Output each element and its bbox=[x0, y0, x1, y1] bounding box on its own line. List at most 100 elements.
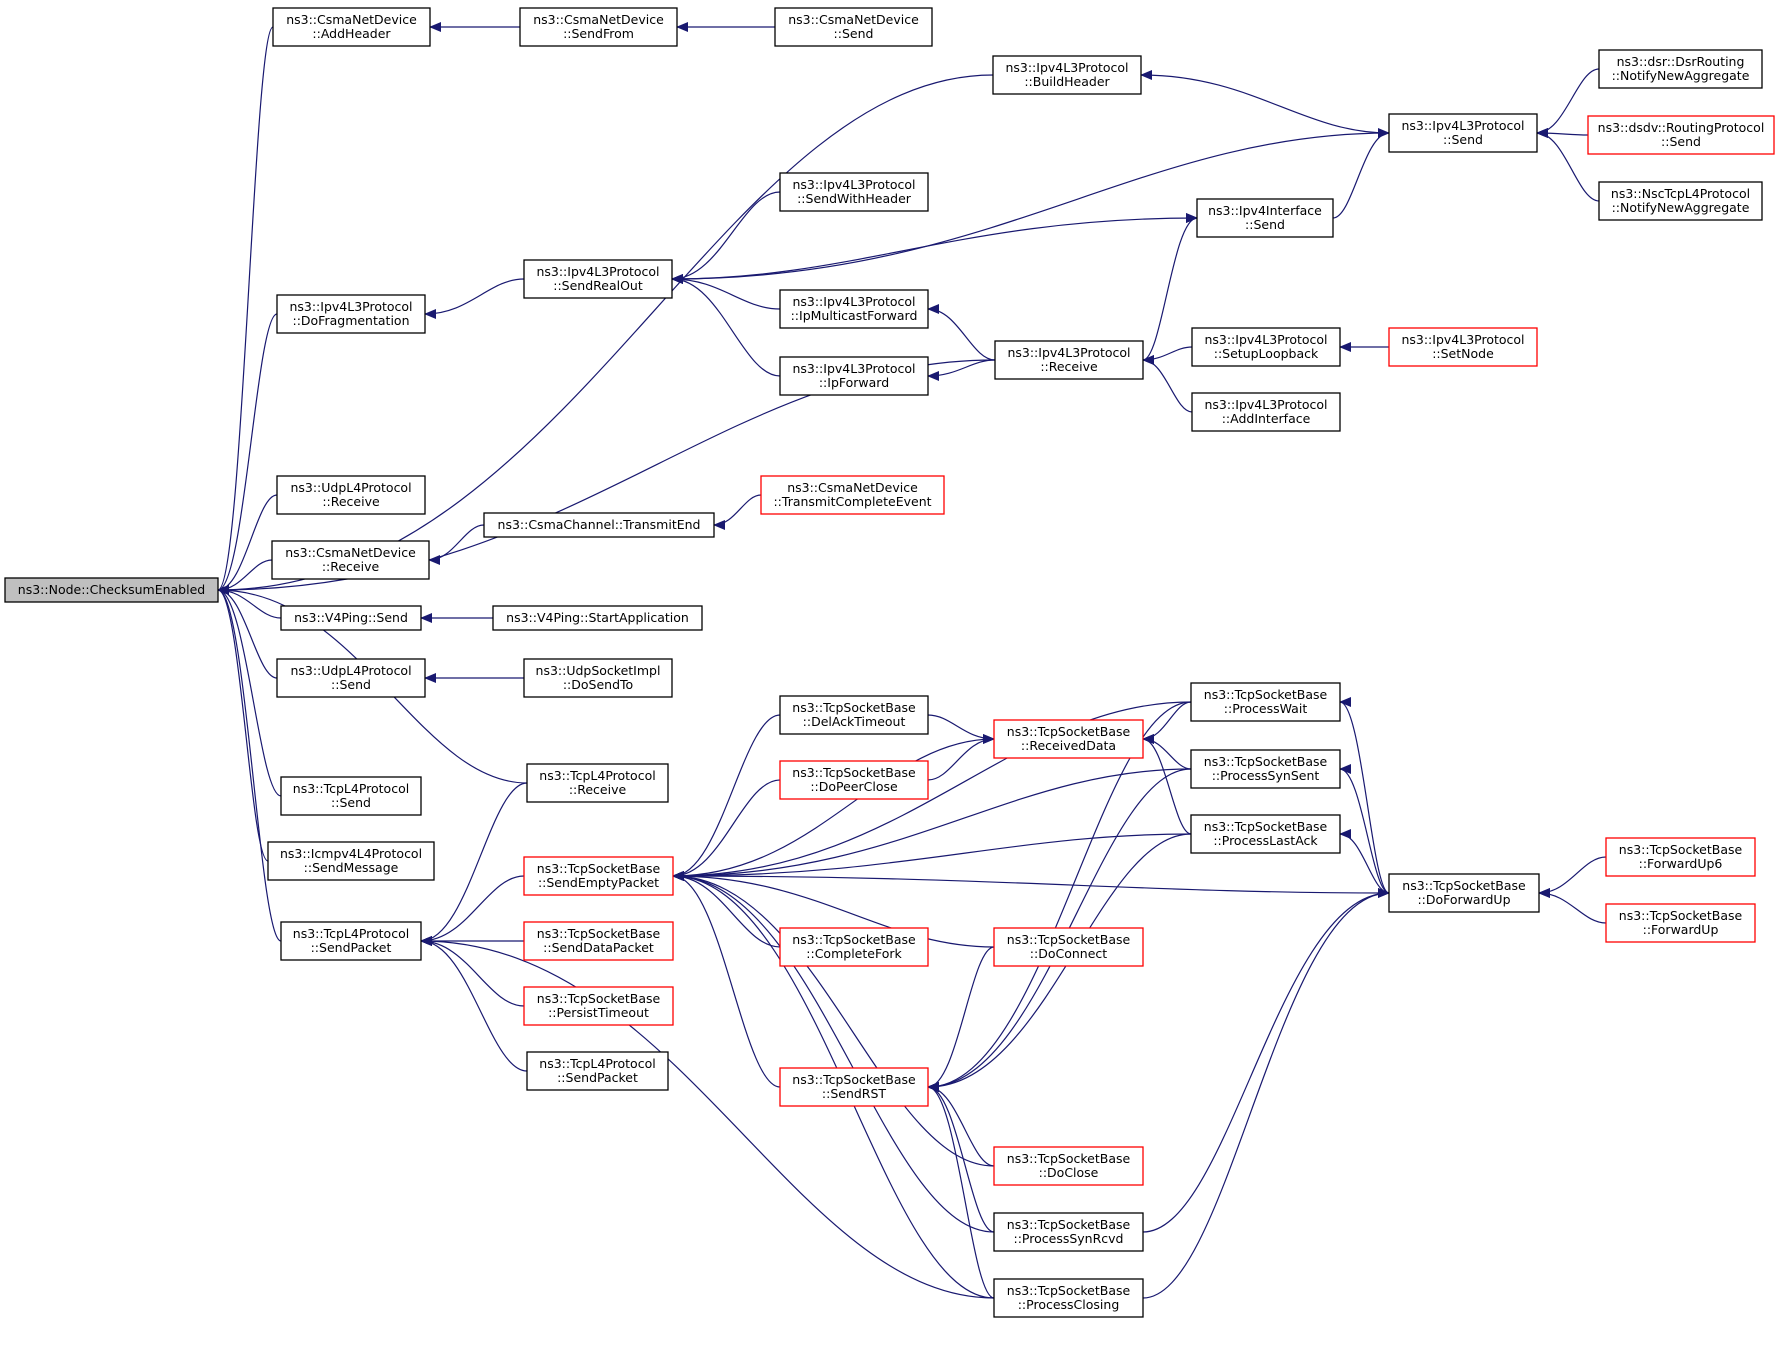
node-tcp-receive[interactable]: ns3::TcpL4Protocol::Receive bbox=[526, 763, 669, 803]
node-dsr-notify[interactable]: ns3::dsr::DsrRouting::NotifyNewAggregate bbox=[1598, 49, 1763, 89]
node-dsdv-send[interactable]: ns3::dsdv::RoutingProtocol::Send bbox=[1587, 115, 1775, 155]
node-tcpsb-forwardup6[interactable]: ns3::TcpSocketBase::ForwardUp6 bbox=[1605, 837, 1756, 877]
node-box bbox=[1388, 113, 1538, 153]
node-udpsock-dosendto[interactable]: ns3::UdpSocketImpl::DoSendTo bbox=[523, 658, 673, 698]
edge-csma_txcomplete-to-csmach_txend bbox=[713, 494, 762, 530]
edge-ipv4if_send-to-ipv4_send bbox=[1332, 128, 1390, 219]
node-v4ping-send[interactable]: ns3::V4Ping::Send bbox=[280, 605, 422, 631]
node-label: ns3::Ipv4L3Protocol bbox=[792, 361, 915, 376]
node-label: ns3::Ipv4L3Protocol bbox=[289, 299, 412, 314]
node-tcpsb-procsynrcvd[interactable]: ns3::TcpSocketBase::ProcessSynRcvd bbox=[993, 1212, 1144, 1252]
node-label: ns3::TcpL4Protocol bbox=[539, 768, 655, 783]
node-icmp-sendmsg[interactable]: ns3::Icmpv4L4Protocol::SendMessage bbox=[267, 841, 435, 881]
edge-csma_addheader-to-root bbox=[217, 26, 274, 595]
node-ipv4-buildheader[interactable]: ns3::Ipv4L3Protocol::BuildHeader bbox=[992, 55, 1142, 95]
node-box bbox=[523, 921, 674, 961]
node-label: ::Send bbox=[834, 26, 874, 41]
node-label: ns3::Ipv4L3Protocol bbox=[1204, 397, 1327, 412]
edge-tcpsb_doforwardup-to-tcpsb_procwait bbox=[1339, 697, 1390, 894]
node-box bbox=[271, 540, 430, 580]
node-udp-send[interactable]: ns3::UdpL4Protocol::Send bbox=[276, 658, 426, 698]
node-label: ::AddInterface bbox=[1222, 411, 1311, 426]
node-box bbox=[1388, 873, 1540, 913]
edge-tcp_receive-to-tcp_sendpacket bbox=[420, 782, 528, 946]
node-label: ns3::TcpSocketBase bbox=[1007, 1217, 1131, 1232]
node-csmach-txend[interactable]: ns3::CsmaChannel::TransmitEnd bbox=[483, 512, 715, 538]
node-tcpsb-procwait[interactable]: ns3::TcpSocketBase::ProcessWait bbox=[1190, 682, 1341, 722]
node-root[interactable]: ns3::Node::ChecksumEnabled bbox=[4, 577, 219, 603]
node-box bbox=[1605, 837, 1756, 877]
node-tcp-send[interactable]: ns3::TcpL4Protocol::Send bbox=[280, 776, 422, 816]
node-label: ns3::dsdv::RoutingProtocol bbox=[1598, 120, 1765, 135]
node-udp-receive[interactable]: ns3::UdpL4Protocol::Receive bbox=[276, 475, 426, 515]
node-box bbox=[280, 605, 422, 631]
node-nsc-notify[interactable]: ns3::NscTcpL4Protocol::NotifyNewAggregat… bbox=[1598, 181, 1763, 221]
node-tcpsb-doclose[interactable]: ns3::TcpSocketBase::DoClose bbox=[993, 1146, 1144, 1186]
node-tcpsb-sendempty[interactable]: ns3::TcpSocketBase::SendEmptyPacket bbox=[523, 856, 674, 896]
node-ipv4if-send[interactable]: ns3::Ipv4Interface::Send bbox=[1196, 198, 1334, 238]
node-tcpsb-delack[interactable]: ns3::TcpSocketBase::DelAckTimeout bbox=[779, 695, 929, 735]
edge-csma_receive-to-root bbox=[217, 559, 273, 595]
node-tcpsb-doforwardup[interactable]: ns3::TcpSocketBase::DoForwardUp bbox=[1388, 873, 1540, 913]
node-csma-send[interactable]: ns3::CsmaNetDevice::Send bbox=[774, 7, 933, 47]
node-tcpsb-doconnect[interactable]: ns3::TcpSocketBase::DoConnect bbox=[993, 927, 1144, 967]
node-ipv4-sendwithheader[interactable]: ns3::Ipv4L3Protocol::SendWithHeader bbox=[779, 172, 929, 212]
edge-ipv4_dofrag-to-root bbox=[217, 313, 278, 595]
node-ipv4-setnode[interactable]: ns3::Ipv4L3Protocol::SetNode bbox=[1388, 327, 1538, 367]
node-ipv4-sendrealout[interactable]: ns3::Ipv4L3Protocol::SendRealOut bbox=[523, 259, 673, 299]
node-label: ::NotifyNewAggregate bbox=[1612, 200, 1750, 215]
node-box bbox=[992, 55, 1142, 95]
edge-tcpsb_doclose-to-tcpsb_sendrst bbox=[927, 1082, 995, 1167]
node-box bbox=[779, 695, 929, 735]
edge-tcpsb_doconnect-to-tcpsb_sendrst bbox=[927, 946, 995, 1092]
node-label: ns3::TcpSocketBase bbox=[1007, 932, 1131, 947]
node-label: ns3::TcpSocketBase bbox=[1402, 878, 1526, 893]
node-tcpsb-forwardup[interactable]: ns3::TcpSocketBase::ForwardUp bbox=[1605, 903, 1756, 943]
edge-tcpsb_procsynrcvd-to-tcpsb_doforwardup bbox=[1142, 888, 1390, 1233]
node-label: ns3::TcpL4Protocol bbox=[293, 781, 409, 796]
node-ipv4-ipmcast[interactable]: ns3::Ipv4L3Protocol::IpMulticastForward bbox=[779, 289, 929, 329]
node-ipv4-setuploop[interactable]: ns3::Ipv4L3Protocol::SetupLoopback bbox=[1191, 327, 1341, 367]
node-label: ns3::TcpSocketBase bbox=[537, 991, 661, 1006]
node-ipv4-ipforward[interactable]: ns3::Ipv4L3Protocol::IpForward bbox=[779, 356, 929, 396]
node-tcpsb-completefork[interactable]: ns3::TcpSocketBase::CompleteFork bbox=[779, 927, 929, 967]
node-csma-sendfrom[interactable]: ns3::CsmaNetDevice::SendFrom bbox=[519, 7, 678, 47]
node-tcpsb-dopeerclose[interactable]: ns3::TcpSocketBase::DoPeerClose bbox=[779, 760, 929, 800]
node-tcpsb-procclosing[interactable]: ns3::TcpSocketBase::ProcessClosing bbox=[993, 1278, 1144, 1318]
node-csma-txcomplete[interactable]: ns3::CsmaNetDevice::TransmitCompleteEven… bbox=[760, 475, 945, 515]
node-box bbox=[774, 7, 933, 47]
node-csma-receive[interactable]: ns3::CsmaNetDevice::Receive bbox=[271, 540, 430, 580]
edge-tcpsb_doconnect-to-tcpsb_sendempty bbox=[672, 871, 995, 948]
node-v4ping-start[interactable]: ns3::V4Ping::StartApplication bbox=[492, 605, 703, 631]
node-label: ns3::CsmaNetDevice bbox=[285, 545, 416, 560]
node-box bbox=[276, 658, 426, 698]
edge-tcpsb_dopeerclose-to-tcpsb_recvdata bbox=[927, 734, 995, 781]
node-ipv4-receive[interactable]: ns3::Ipv4L3Protocol::Receive bbox=[994, 340, 1144, 380]
node-ipv4-send[interactable]: ns3::Ipv4L3Protocol::Send bbox=[1388, 113, 1538, 153]
node-label: ns3::V4Ping::StartApplication bbox=[506, 610, 689, 625]
node-tcp-sendpacket[interactable]: ns3::TcpL4Protocol::SendPacket bbox=[280, 921, 422, 961]
node-ipv4-addif[interactable]: ns3::Ipv4L3Protocol::AddInterface bbox=[1191, 392, 1341, 432]
node-box bbox=[993, 1146, 1144, 1186]
node-csma-addheader[interactable]: ns3::CsmaNetDevice::AddHeader bbox=[272, 7, 431, 47]
node-ipv4-dofrag[interactable]: ns3::Ipv4L3Protocol::DoFragmentation bbox=[276, 294, 426, 334]
node-label: ::SetupLoopback bbox=[1214, 346, 1319, 361]
edge-ipv4_sendrealout-to-ipv4if_send bbox=[671, 213, 1198, 280]
node-tcp-sendpacket2[interactable]: ns3::TcpL4Protocol::SendPacket bbox=[526, 1051, 669, 1091]
node-box bbox=[1598, 181, 1763, 221]
edge-ipv4_ipmcast-to-ipv4_sendrealout bbox=[671, 274, 781, 310]
node-tcpsb-sendrst[interactable]: ns3::TcpSocketBase::SendRST bbox=[779, 1067, 929, 1107]
node-box bbox=[1191, 392, 1341, 432]
node-label: ::Send bbox=[331, 677, 371, 692]
node-tcpsb-proclastack[interactable]: ns3::TcpSocketBase::ProcessLastAck bbox=[1190, 814, 1341, 854]
edge-icmp_sendmsg-to-root bbox=[217, 585, 269, 862]
node-label: ::PersistTimeout bbox=[548, 1005, 649, 1020]
node-tcpsb-recvdata[interactable]: ns3::TcpSocketBase::ReceivedData bbox=[993, 719, 1144, 759]
node-tcpsb-persist[interactable]: ns3::TcpSocketBase::PersistTimeout bbox=[523, 986, 674, 1026]
node-tcpsb-senddata[interactable]: ns3::TcpSocketBase::SendDataPacket bbox=[523, 921, 674, 961]
node-box bbox=[526, 1051, 669, 1091]
node-tcpsb-procsynsent[interactable]: ns3::TcpSocketBase::ProcessSynSent bbox=[1190, 749, 1341, 789]
edge-tcpsb_proclastack-to-tcpsb_sendempty bbox=[672, 833, 1192, 881]
node-label: ns3::Icmpv4L4Protocol bbox=[280, 846, 422, 861]
node-label: ::DoSendTo bbox=[563, 677, 633, 692]
